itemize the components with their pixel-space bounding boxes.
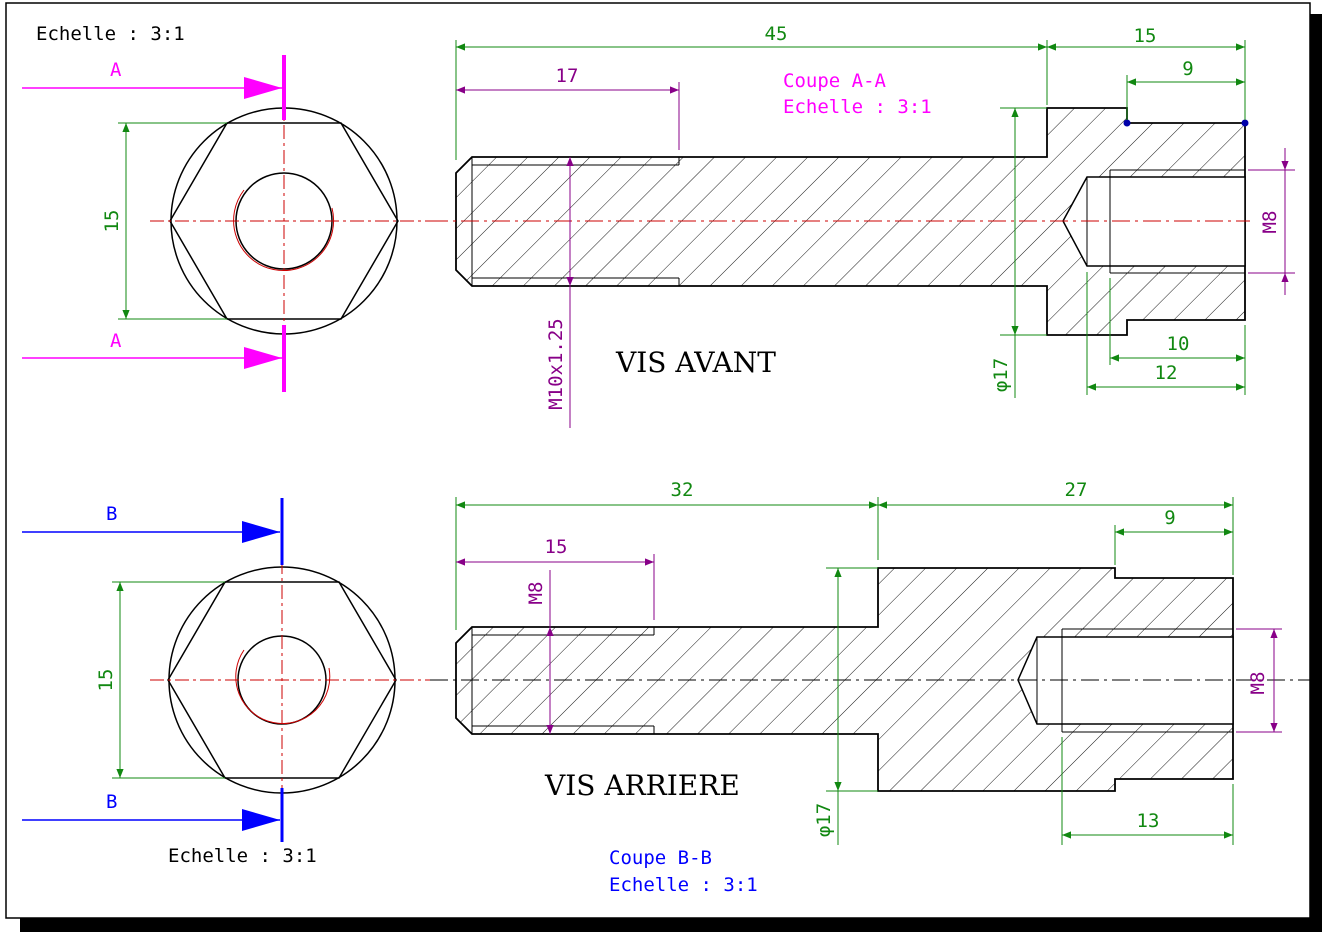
bottom-view-group: 15 B B Echelle : 3:1 — [22, 479, 1310, 896]
bottom-dim-shank: 32 — [671, 479, 694, 501]
top-hex-dim: 15 — [101, 210, 123, 233]
top-dim-drill-depth: 12 — [1155, 362, 1178, 384]
top-section-title: Coupe A-A — [783, 70, 887, 92]
top-view-group: Echelle : 3:1 15 A A — [22, 23, 1295, 428]
bottom-dimensions: 32 27 9 15 M8 φ17 M8 13 — [455, 479, 1282, 845]
top-internal-thread: M8 — [1259, 211, 1281, 234]
bottom-part-title: VIS ARRIERE — [544, 769, 740, 802]
top-thread-spec: M10x1.25 — [545, 318, 567, 410]
top-dim-diameter: φ17 — [990, 358, 1012, 392]
section-letter-b-bottom: B — [106, 791, 117, 813]
top-section-scale: Echelle : 3:1 — [783, 96, 932, 118]
top-dim-bore: 9 — [1182, 58, 1193, 80]
top-part-title: VIS AVANT — [615, 346, 776, 379]
bottom-hex-dim: 15 — [95, 669, 117, 692]
bottom-section-title: Coupe B-B — [609, 847, 712, 869]
top-section-view — [430, 107, 1250, 336]
bottom-dim-bore: 9 — [1164, 507, 1175, 529]
bottom-dim-thread-length: 15 — [545, 536, 568, 558]
bottom-dim-diameter: φ17 — [813, 803, 835, 837]
section-letter-a-top: A — [110, 59, 122, 81]
top-dim-total: 45 — [765, 23, 788, 45]
bottom-thread-spec: M8 — [525, 582, 547, 605]
bottom-end-view: 15 — [95, 560, 450, 800]
top-dimensions: 45 15 9 17 M10x1.25 φ17 M8 — [455, 23, 1295, 428]
section-letter-b-top: B — [106, 503, 117, 525]
bottom-section-view — [430, 567, 1310, 792]
bottom-dim-drill-depth: 13 — [1137, 810, 1160, 832]
top-dim-head: 15 — [1134, 25, 1157, 47]
top-scale-label: Echelle : 3:1 — [36, 23, 185, 45]
top-dim-thread-length: 17 — [556, 65, 579, 87]
bottom-dim-head: 27 — [1065, 479, 1088, 501]
bottom-internal-thread: M8 — [1247, 672, 1269, 695]
bottom-scale-label: Echelle : 3:1 — [168, 845, 317, 867]
bottom-section-scale: Echelle : 3:1 — [609, 874, 758, 896]
section-line-a: A A — [22, 55, 286, 392]
section-letter-a-bottom: A — [110, 330, 122, 352]
section-line-b: B B — [22, 498, 284, 842]
top-dim-thread-depth: 10 — [1167, 333, 1190, 355]
